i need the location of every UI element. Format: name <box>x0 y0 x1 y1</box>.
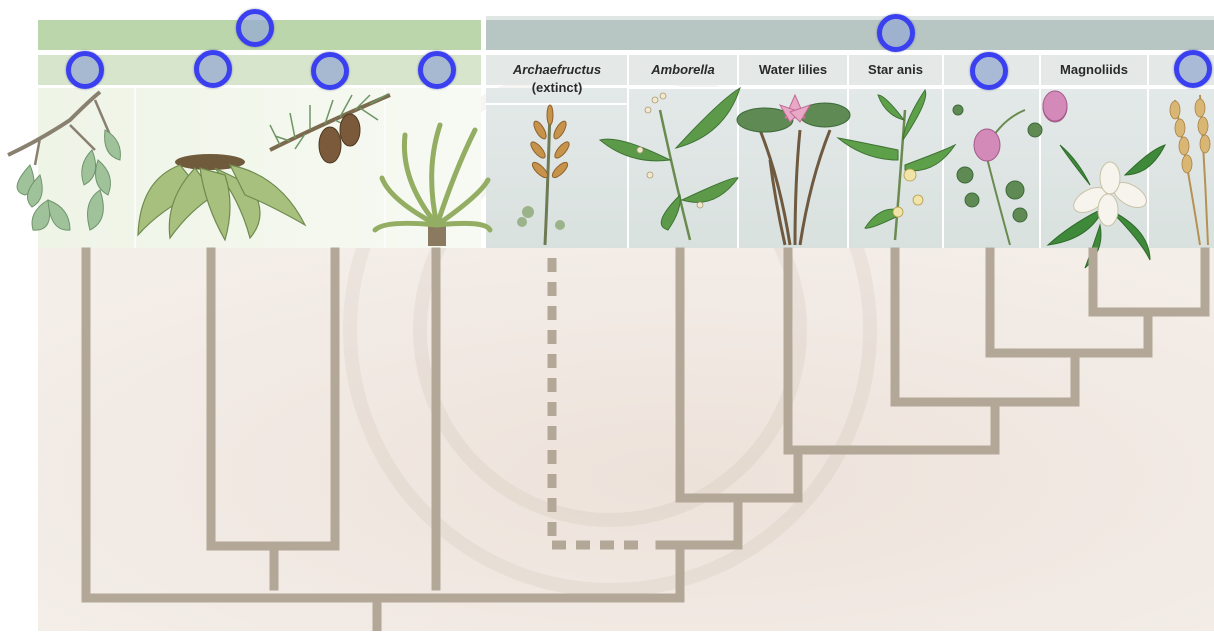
group-label-marker-angiosperms[interactable] <box>877 14 915 52</box>
gymnosperm-subheader <box>38 55 481 85</box>
taxon-label-star-anis: Star anis <box>848 62 943 77</box>
taxon-label-marker-cycads[interactable] <box>418 51 456 89</box>
taxon-label-water-lilies: Water lilies <box>738 62 848 77</box>
taxon-label-marker-eudicots[interactable] <box>970 52 1008 90</box>
taxon-note-extinct: (extinct) <box>486 80 628 95</box>
taxon-label-marker-monocots[interactable] <box>1174 50 1212 88</box>
angiosperm-group-band <box>486 20 1214 50</box>
taxon-label-amborella: Amborella <box>628 62 738 77</box>
taxon-label-marker-ginkgo[interactable] <box>66 51 104 89</box>
taxon-label-marker-conifers[interactable] <box>311 52 349 90</box>
group-label-marker-gymnosperms[interactable] <box>236 9 274 47</box>
taxon-label-marker-gnetophytes[interactable] <box>194 50 232 88</box>
taxon-label-magnoliids: Magnoliids <box>1040 62 1148 77</box>
taxon-label-archaefructus: Archaefructus <box>486 62 628 77</box>
